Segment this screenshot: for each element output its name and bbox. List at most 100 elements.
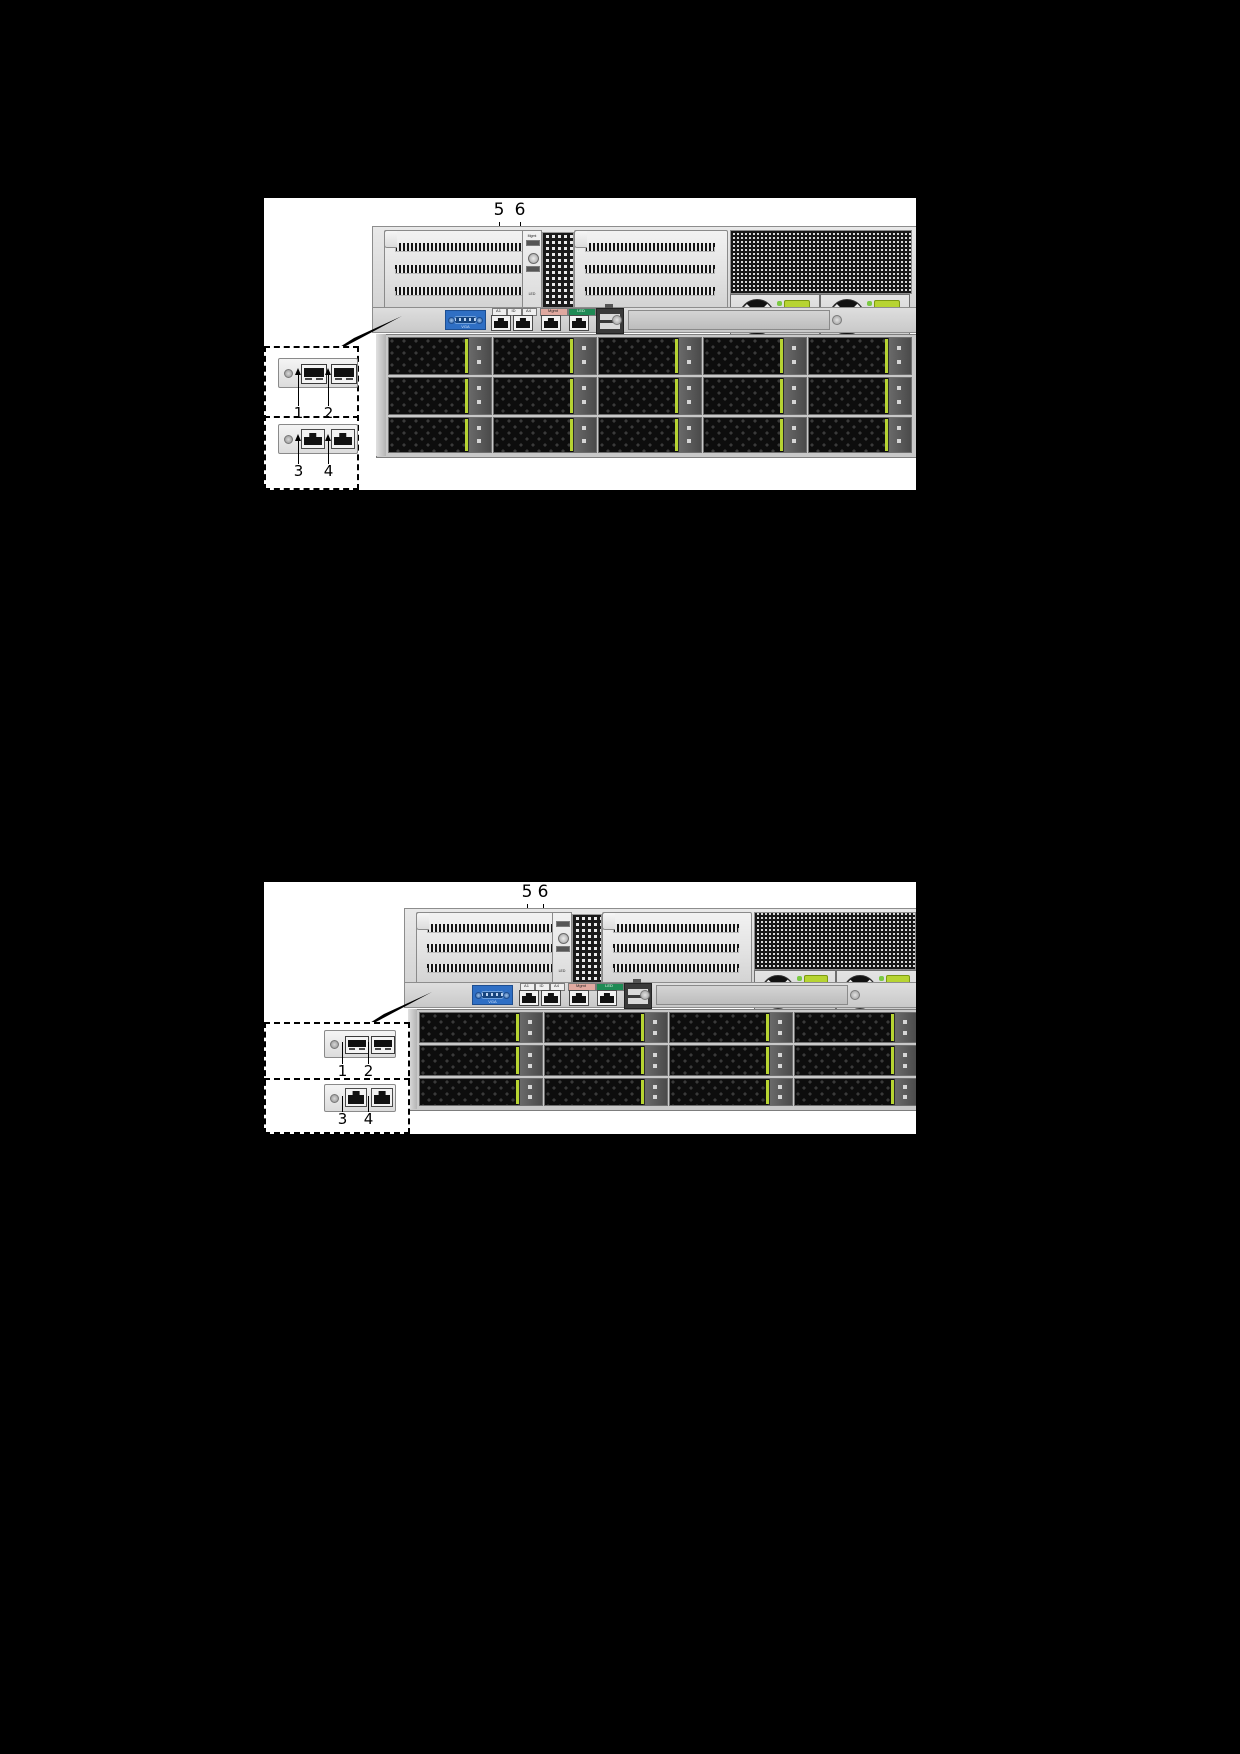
sfp-port-1[interactable]	[345, 1036, 369, 1054]
drive-led	[792, 439, 796, 443]
drive-handle[interactable]	[468, 338, 491, 374]
drive-handle[interactable]	[678, 418, 701, 452]
drive-bay[interactable]	[598, 337, 702, 375]
drive-handle[interactable]	[894, 1079, 916, 1105]
management-port[interactable]	[569, 990, 589, 1006]
health-led-label-1: Mgmt	[527, 234, 537, 238]
drive-handle[interactable]	[888, 338, 911, 374]
drive-bay[interactable]	[794, 1045, 916, 1076]
sfp-port-2[interactable]	[331, 364, 357, 384]
drive-led	[687, 426, 691, 430]
drive-latch	[891, 1080, 895, 1104]
sfp-port-1[interactable]	[301, 364, 327, 384]
drive-handle[interactable]	[678, 338, 701, 374]
drive-handle[interactable]	[894, 1013, 916, 1042]
rj45-body-3	[571, 996, 587, 1004]
rj45-card-port-4[interactable]	[331, 429, 355, 449]
detail-leader-2	[328, 370, 329, 406]
network-port-2[interactable]	[513, 315, 533, 331]
rj45-card-port-3[interactable]	[345, 1088, 367, 1107]
drive-handle[interactable]	[783, 378, 806, 414]
drive-handle[interactable]	[644, 1079, 667, 1105]
riser-vent-2c	[585, 287, 715, 296]
drive-handle[interactable]	[468, 418, 491, 452]
drive-handle[interactable]	[519, 1013, 542, 1042]
drive-latch	[780, 379, 784, 413]
drive-bay[interactable]	[493, 417, 597, 453]
drive-handle[interactable]	[769, 1013, 792, 1042]
drive-bay[interactable]	[808, 417, 912, 453]
drive-bay[interactable]	[544, 1078, 668, 1106]
drive-handle[interactable]	[573, 378, 596, 414]
riser-card-slot-1	[384, 230, 538, 310]
drive-handle[interactable]	[519, 1046, 542, 1075]
drive-led	[687, 346, 691, 350]
drive-handle[interactable]	[468, 378, 491, 414]
network-port-1[interactable]	[519, 990, 539, 1006]
rj45-tab	[352, 1091, 360, 1100]
drive-handle[interactable]	[519, 1079, 542, 1105]
drive-bay[interactable]	[419, 1045, 543, 1076]
drive-bay[interactable]	[794, 1078, 916, 1106]
rj45-body	[303, 436, 323, 446]
network-port-4[interactable]	[569, 315, 589, 331]
detail-leader-1	[298, 370, 299, 406]
drive-bay[interactable]	[703, 337, 807, 375]
drive-bay[interactable]	[669, 1045, 793, 1076]
network-port-1[interactable]	[491, 315, 511, 331]
drive-bay[interactable]	[388, 377, 492, 415]
callout-number-5: 5	[493, 200, 505, 220]
drive-led	[792, 400, 796, 404]
usb-port-stack[interactable]	[596, 308, 624, 334]
drive-bay[interactable]	[419, 1078, 543, 1106]
drive-handle[interactable]	[769, 1079, 792, 1105]
drive-bay[interactable]	[388, 417, 492, 453]
drive-led	[582, 386, 586, 390]
riser-card-slot-2	[574, 230, 728, 310]
drive-bay[interactable]	[808, 337, 912, 375]
drive-bay[interactable]	[669, 1012, 793, 1043]
drive-bay[interactable]	[598, 417, 702, 453]
uid-button[interactable]	[558, 933, 569, 944]
drive-handle[interactable]	[769, 1046, 792, 1075]
rj45-card-port-4[interactable]	[371, 1088, 393, 1107]
drive-bay[interactable]	[703, 377, 807, 415]
detail-number-1: 1	[337, 1062, 348, 1080]
drive-handle[interactable]	[573, 418, 596, 452]
sfp-port-2[interactable]	[371, 1036, 395, 1054]
drive-bay[interactable]	[388, 337, 492, 375]
rj45-card-port-3[interactable]	[301, 429, 325, 449]
drive-handle[interactable]	[644, 1013, 667, 1042]
drive-handle[interactable]	[783, 338, 806, 374]
drive-bay[interactable]	[794, 1012, 916, 1043]
drive-handle[interactable]	[783, 418, 806, 452]
drive-led	[897, 386, 901, 390]
drive-handle[interactable]	[644, 1046, 667, 1075]
drive-bay[interactable]	[669, 1078, 793, 1106]
drive-bay[interactable]	[493, 377, 597, 415]
drive-bay[interactable]	[419, 1012, 543, 1043]
drive-handle[interactable]	[573, 338, 596, 374]
drive-handle[interactable]	[888, 418, 911, 452]
network-port-2[interactable]	[541, 990, 561, 1006]
drive-handle[interactable]	[678, 378, 701, 414]
drive-bay[interactable]	[544, 1045, 668, 1076]
drive-bay[interactable]	[703, 417, 807, 453]
vga-port[interactable]: VGA	[445, 310, 486, 330]
drive-handle[interactable]	[894, 1046, 916, 1075]
drive-bay[interactable]	[544, 1012, 668, 1043]
uid-button[interactable]	[528, 253, 539, 264]
rj45-body-1	[521, 996, 537, 1004]
drive-bay[interactable]	[808, 377, 912, 415]
drive-latch	[516, 1014, 520, 1041]
drive-bay-row-3	[419, 1078, 916, 1106]
usb-icon	[605, 304, 613, 308]
drive-bay[interactable]	[598, 377, 702, 415]
network-port-4[interactable]	[597, 990, 617, 1006]
management-port[interactable]	[541, 315, 561, 331]
detail-arrow-4	[325, 434, 331, 441]
drive-bay[interactable]	[493, 337, 597, 375]
drive-led	[903, 1020, 907, 1024]
drive-handle[interactable]	[888, 378, 911, 414]
vga-port[interactable]: VGA	[472, 985, 513, 1005]
